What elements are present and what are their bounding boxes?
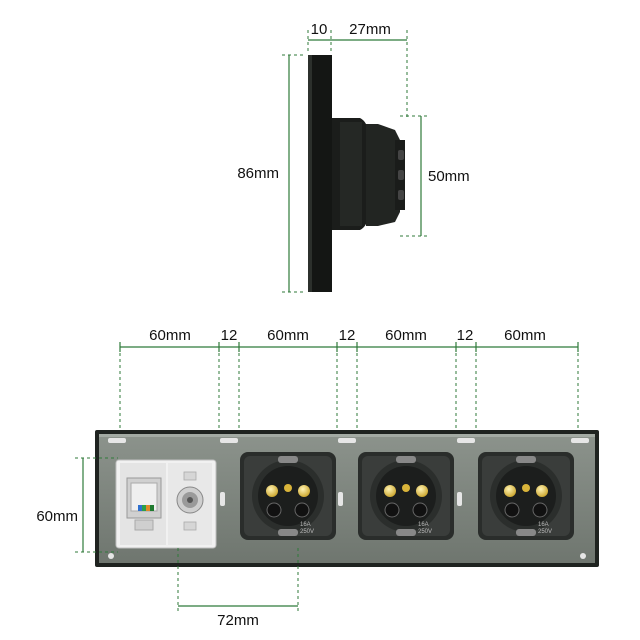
top-extension-lines [119,347,579,460]
module-width-label-1: 60mm [149,327,191,344]
gap-label-1: 12 [221,327,238,344]
svg-text:16A: 16A [300,522,311,528]
height-total-label: 86mm [237,165,279,182]
svg-text:250V: 250V [300,529,314,535]
svg-text:250V: 250V [538,529,552,535]
module-socket-3: 16A 250V [478,452,574,540]
rj45-jack-icon [126,477,162,531]
depth-body-label: 27mm [349,21,391,38]
mounting-slots [108,438,589,559]
module-socket-2: 16A 250V [358,452,454,540]
module-width-label-2: 60mm [267,327,309,344]
module-width-label-3: 60mm [385,327,427,344]
depth-plate-label: 10 [311,21,328,38]
height-body-label: 50mm [428,168,470,185]
front-height-label: 60mm [36,508,78,525]
schuko-socket-icon: 16A 250V [478,452,574,540]
module-width-label-4: 60mm [504,327,546,344]
schuko-socket-icon: 16A 250V [240,452,336,540]
svg-text:16A: 16A [418,522,429,528]
center-distance-label: 72mm [217,612,259,629]
gap-label-2: 12 [339,327,356,344]
schuko-socket-icon: 16A 250V [358,452,454,540]
front-view: 60mm 12 60mm 12 60mm 12 60mm [36,327,599,629]
svg-text:250V: 250V [418,529,432,535]
coax-tv-jack-icon [176,471,204,531]
side-view: 10 27mm 86mm 50mm [237,21,470,293]
gap-label-3: 12 [457,327,474,344]
svg-text:16A: 16A [538,522,549,528]
module-socket-1: 16A 250V [240,452,336,540]
module-data-tv [115,459,217,549]
